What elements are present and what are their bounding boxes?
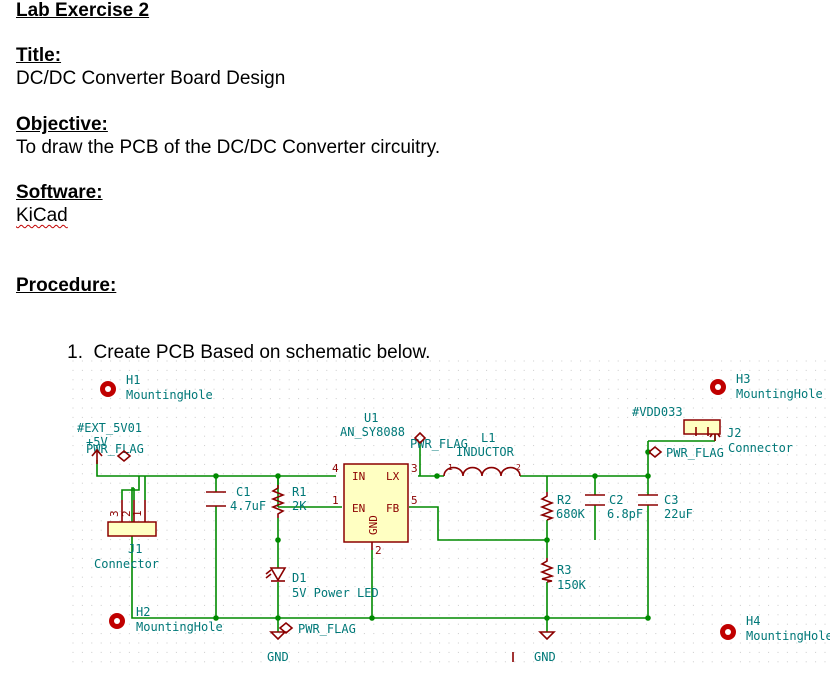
mounting-hole-h1: H1 MountingHole <box>100 373 213 402</box>
r1-ref: R1 <box>292 485 306 499</box>
pin-gnd-label: GND <box>367 515 380 535</box>
r1-value: 2K <box>292 499 307 513</box>
software-label: Software: <box>16 182 103 203</box>
gnd-2-label: GND <box>534 650 556 664</box>
ext-net-label: #EXT_5V01 <box>77 421 142 435</box>
pwr-flag-4: PWR_FLAG <box>278 621 356 636</box>
pwr-flag-1-label: PWR_FLAG <box>86 442 144 456</box>
r3-value: 150K <box>557 578 587 592</box>
j1-ref: J1 <box>128 542 142 556</box>
pin-2-number: 2 <box>375 544 382 557</box>
pin-1-number: 1 <box>332 494 339 507</box>
pin-5-number: 5 <box>411 494 418 507</box>
c2-value: 6.8pF <box>607 507 643 521</box>
r2-ref: R2 <box>557 493 571 507</box>
c1-ref: C1 <box>236 485 250 499</box>
document-heading: Lab Exercise 2 <box>16 0 150 21</box>
pin-4-number: 4 <box>332 462 339 475</box>
pin-in-label: IN <box>352 470 365 483</box>
l1-ref: L1 <box>481 431 495 445</box>
objective-value: To draw the PCB of the DC/DC Converter c… <box>16 137 441 158</box>
mounting-hole-h4: H4 MountingHole <box>720 614 830 643</box>
j2-value: Connector <box>728 441 793 455</box>
title-label: Title: <box>16 45 62 66</box>
j1-pin-3: 3 <box>108 510 121 517</box>
l1-value: INDUCTOR <box>456 445 515 459</box>
mounting-hole-h2: H2 MountingHole <box>109 605 223 634</box>
procedure-label: Procedure: <box>16 275 117 296</box>
j1-pin-1: 1 <box>131 510 144 517</box>
resistor-r2: R2 680K <box>539 492 586 521</box>
step-text: Create PCB Based on schematic below. <box>93 342 431 363</box>
d1-ref: D1 <box>292 571 306 585</box>
connector-j1: 3 2 1 J1 Connector <box>94 500 159 571</box>
input-power-net: #EXT_5V01 +5V PWR_FLAG <box>77 421 144 464</box>
h3-value: MountingHole <box>736 387 823 401</box>
pwr-flag-2-label: PWR_FLAG <box>410 437 468 451</box>
capacitor-c3: C3 22uF <box>638 493 693 521</box>
resistor-r1: R1 2K <box>270 476 307 518</box>
u1-ref: U1 <box>364 411 378 425</box>
h1-ref: H1 <box>126 373 140 387</box>
h4-ref: H4 <box>746 614 760 628</box>
u1-value: AN_SY8088 <box>340 425 405 439</box>
h3-ref: H3 <box>736 372 750 386</box>
software-value: KiCad <box>16 205 68 226</box>
j1-pin-2: 2 <box>120 510 133 517</box>
pin-3-number: 3 <box>411 462 418 475</box>
l1-pin-1: 1 <box>448 463 453 472</box>
pwr-flag-3-label: PWR_FLAG <box>666 446 724 460</box>
l1-pin-2: 2 <box>516 463 521 472</box>
regulator-u1: U1 AN_SY8088 IN LX EN FB GND 4 3 1 5 2 <box>332 411 418 557</box>
schematic-diagram: H1 MountingHole H3 MountingHole H2 Mount… <box>72 360 830 670</box>
objective-label: Objective: <box>16 114 108 135</box>
h1-value: MountingHole <box>126 388 213 402</box>
h2-ref: H2 <box>136 605 150 619</box>
capacitor-c1: C1 4.7uF <box>206 485 266 513</box>
v5-label: +5V <box>86 435 108 449</box>
mounting-hole-h3: H3 MountingHole <box>710 372 823 401</box>
pwr-flag-2: PWR_FLAG <box>410 431 468 451</box>
inductor-l1: L1 INDUCTOR 1 2 <box>443 431 521 477</box>
step-number: 1. <box>67 342 83 363</box>
connector-j2: J2 Connector <box>683 419 793 455</box>
ground-symbol-2: GND <box>512 631 556 664</box>
ground-symbol-1: GND <box>267 631 289 664</box>
pwr-flag-4-label: PWR_FLAG <box>298 622 356 636</box>
gnd-1-label: GND <box>267 650 289 664</box>
procedure-step: 1. Create PCB Based on schematic below. <box>46 320 430 386</box>
led-d1: D1 5V Power LED <box>265 567 379 600</box>
pwr-flag-3: PWR_FLAG <box>647 445 724 460</box>
wires <box>96 432 716 632</box>
vdd-net-label: #VDD033 <box>632 405 683 419</box>
c1-value: 4.7uF <box>230 499 266 513</box>
c2-ref: C2 <box>609 493 623 507</box>
pin-fb-label: FB <box>386 502 400 515</box>
r2-value: 680K <box>556 507 586 521</box>
title-value: DC/DC Converter Board Design <box>16 68 286 89</box>
resistor-r3: R3 150K <box>539 558 587 592</box>
j2-ref: J2 <box>727 426 741 440</box>
h4-value: MountingHole <box>746 629 830 643</box>
c3-value: 22uF <box>664 507 693 521</box>
capacitor-c2: C2 6.8pF <box>585 493 643 521</box>
r3-ref: R3 <box>557 563 571 577</box>
pin-en-label: EN <box>352 502 365 515</box>
c3-ref: C3 <box>664 493 678 507</box>
pin-lx-label: LX <box>386 470 400 483</box>
h2-value: MountingHole <box>136 620 223 634</box>
d1-value: 5V Power LED <box>292 586 379 600</box>
j1-value: Connector <box>94 557 159 571</box>
